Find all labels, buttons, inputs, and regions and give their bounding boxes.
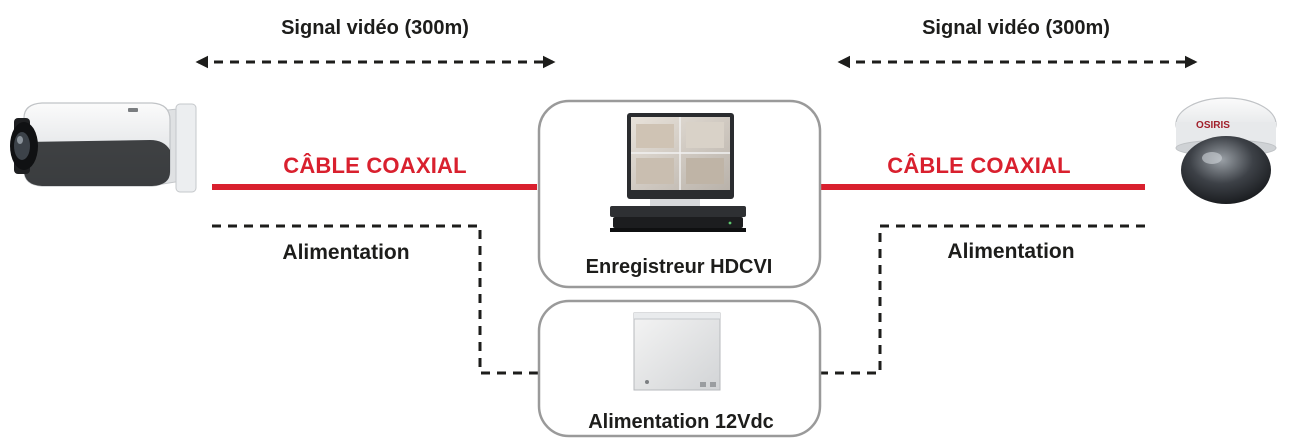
- coax-label-right: CÂBLE COAXIAL: [887, 153, 1071, 178]
- signal-label-left: Signal vidéo (300m): [281, 17, 469, 39]
- dome-camera-icon: OSIRIS: [1175, 97, 1277, 204]
- power-wire-right: [821, 224, 1145, 375]
- power-supply-caption: Alimentation 12Vdc: [588, 411, 774, 433]
- bullet-camera-icon: [10, 102, 197, 193]
- power-label-left: Alimentation: [282, 241, 410, 264]
- power-supply-box-icon: [633, 312, 721, 391]
- dome-brand: OSIRIS: [1196, 120, 1230, 131]
- recorder-caption: Enregistreur HDCVI: [585, 256, 773, 278]
- power-wire-left: [212, 224, 539, 375]
- signal-label-right: Signal vidéo (300m): [922, 17, 1110, 39]
- monitor-with-dvr-icon: [610, 113, 746, 232]
- coax-label-left: CÂBLE COAXIAL: [283, 153, 467, 178]
- power-label-right: Alimentation: [947, 240, 1075, 263]
